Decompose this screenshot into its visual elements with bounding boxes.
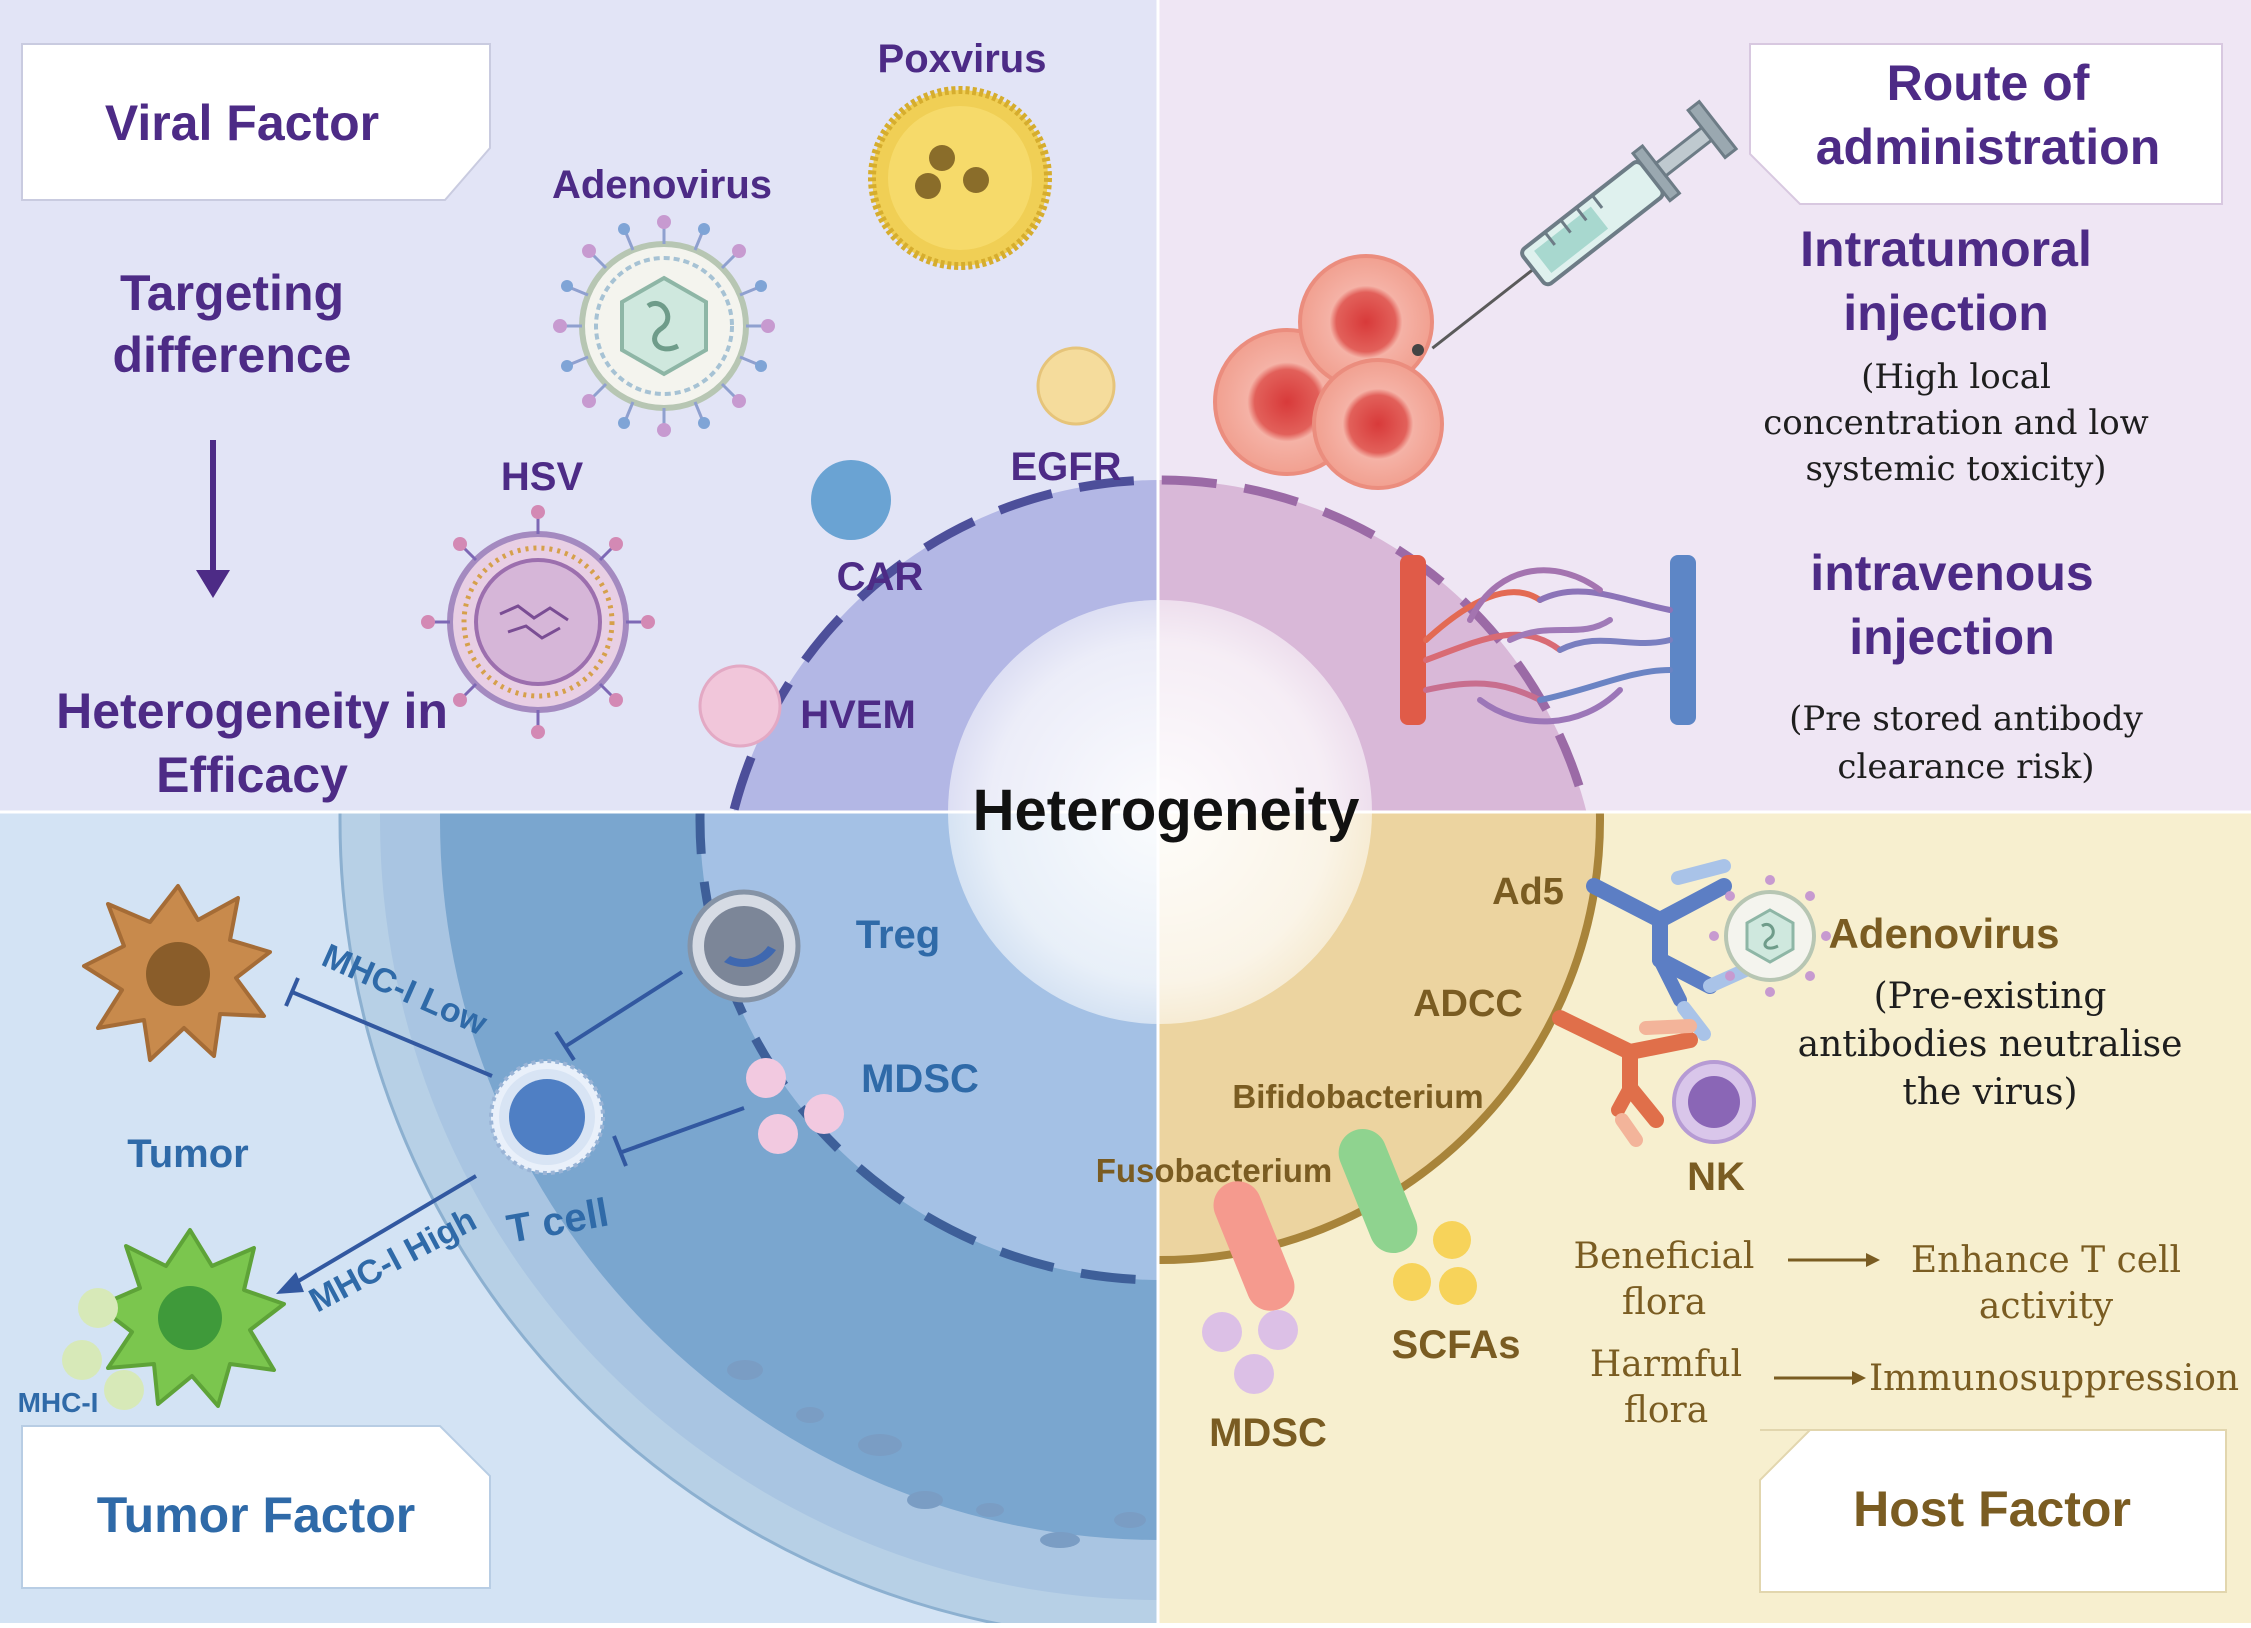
fusobacterium-icon [1213, 1181, 1295, 1311]
syringe-icon [1431, 99, 1739, 350]
host-adenovirus-icon [1709, 875, 1831, 997]
treg-label: Treg [856, 913, 940, 957]
adcc-label: ADCC [1413, 983, 1523, 1025]
car-receptor [811, 460, 891, 540]
ad5-label: Ad5 [1492, 871, 1564, 913]
preexisting-line2: antibodies neutralise [1798, 1024, 2183, 1065]
tumor-cell-high-icon [96, 1228, 286, 1408]
treg-inhibit-line [554, 970, 684, 1062]
tumor-header: Tumor Factor [97, 1487, 416, 1543]
hvem-receptor [698, 664, 782, 748]
adenovirus-icon [553, 215, 775, 437]
beneficial-line2: flora [1622, 1282, 1706, 1323]
hsv-icon [421, 505, 655, 739]
intratumoral-note-line1: (High local [1861, 357, 2051, 397]
mhci-label: MHC-I [18, 1387, 99, 1418]
scfa-molecules [1393, 1221, 1477, 1305]
targeting-line2: difference [113, 327, 352, 383]
tumor-cell-cluster-icon [1213, 254, 1444, 490]
mhc-high-arrow [276, 1174, 478, 1294]
intravenous-line1: intravenous [1810, 545, 2093, 601]
mhc-low-inhibit-line [284, 977, 493, 1078]
viral-header-box: Viral Factor [21, 43, 491, 201]
adenovirus-label: Adenovirus [552, 163, 772, 207]
preexisting-line3: the virus) [1902, 1072, 2077, 1113]
center-circle [948, 600, 1372, 1024]
bifido-label: Bifidobacterium [1232, 1078, 1483, 1115]
route-header-line1: Route of [1887, 55, 2090, 111]
enhance-line2: activity [1979, 1286, 2114, 1327]
t-cell-icon [489, 1059, 605, 1175]
beneficial-arrow [1788, 1253, 1880, 1267]
injection-point [1412, 344, 1424, 356]
host-adenovirus-label: Adenovirus [1828, 910, 2059, 957]
down-arrow-icon [196, 440, 230, 598]
blood-vessel-icon [1400, 555, 1696, 725]
intravenous-note-line1: (Pre stored antibody [1789, 699, 2144, 739]
intratumoral-line1: Intratumoral [1800, 221, 2092, 277]
nk-cell-icon [1672, 1060, 1756, 1144]
center-title: Heterogeneity [973, 778, 1360, 843]
hvem-label: HVEM [800, 693, 916, 737]
intratumoral-line2: injection [1843, 285, 2049, 341]
hetero-line2: Efficacy [156, 747, 348, 803]
host-header-box: Host Factor [1759, 1429, 2227, 1593]
beneficial-line1: Beneficial [1574, 1236, 1755, 1277]
intratumoral-note-line3: systemic toxicity) [1805, 449, 2106, 489]
egfr-label: EGFR [1010, 445, 1121, 489]
tumor-header-box: Tumor Factor [21, 1425, 491, 1589]
enhance-line1: Enhance T cell [1911, 1240, 2181, 1281]
route-header-box: Route of administration [1749, 43, 2223, 205]
fuso-label: Fusobacterium [1096, 1152, 1333, 1189]
mdsc-inhibit-line [612, 1106, 745, 1167]
harmful-arrow [1774, 1371, 1866, 1385]
harmful-line2: flora [1624, 1390, 1708, 1431]
mdsc-cells-icon [746, 1058, 844, 1154]
nk-label: NK [1687, 1155, 1745, 1199]
tumor-cell [338, 812, 1158, 1623]
preexisting-line1: (Pre-existing [1874, 976, 2107, 1017]
viral-header: Viral Factor [105, 95, 379, 151]
mhc-i-molecules [62, 1288, 144, 1410]
treg-icon [687, 889, 801, 1003]
tumor-cell-low-icon [82, 884, 272, 1062]
intravenous-note-line2: clearance risk) [1837, 747, 2094, 787]
poxvirus-label: Poxvirus [878, 37, 1047, 81]
mdsc-tumor-label: MDSC [861, 1057, 979, 1101]
host-header: Host Factor [1853, 1481, 2131, 1537]
immunosuppression-label: Immunosuppression [1869, 1358, 2239, 1399]
poxvirus-icon [868, 86, 1052, 270]
car-label: CAR [837, 555, 924, 599]
intratumoral-note-line2: concentration and low [1763, 403, 2149, 443]
intravenous-line2: injection [1849, 609, 2055, 665]
route-header-line2: administration [1816, 119, 2160, 175]
host-mdsc-label: MDSC [1209, 1411, 1327, 1455]
bifidobacterium-icon [1338, 1128, 1418, 1254]
harmful-line1: Harmful [1590, 1344, 1742, 1385]
targeting-line1: Targeting [120, 265, 344, 321]
egfr-receptor [1036, 346, 1116, 426]
hetero-line1: Heterogeneity in [56, 683, 448, 739]
tumor-label: Tumor [127, 1132, 248, 1176]
scfas-label: SCFAs [1392, 1323, 1521, 1367]
host-mdsc-cells [1202, 1310, 1298, 1394]
hsv-label: HSV [501, 455, 584, 499]
adcc-antibody-icon [1552, 1010, 1698, 1147]
